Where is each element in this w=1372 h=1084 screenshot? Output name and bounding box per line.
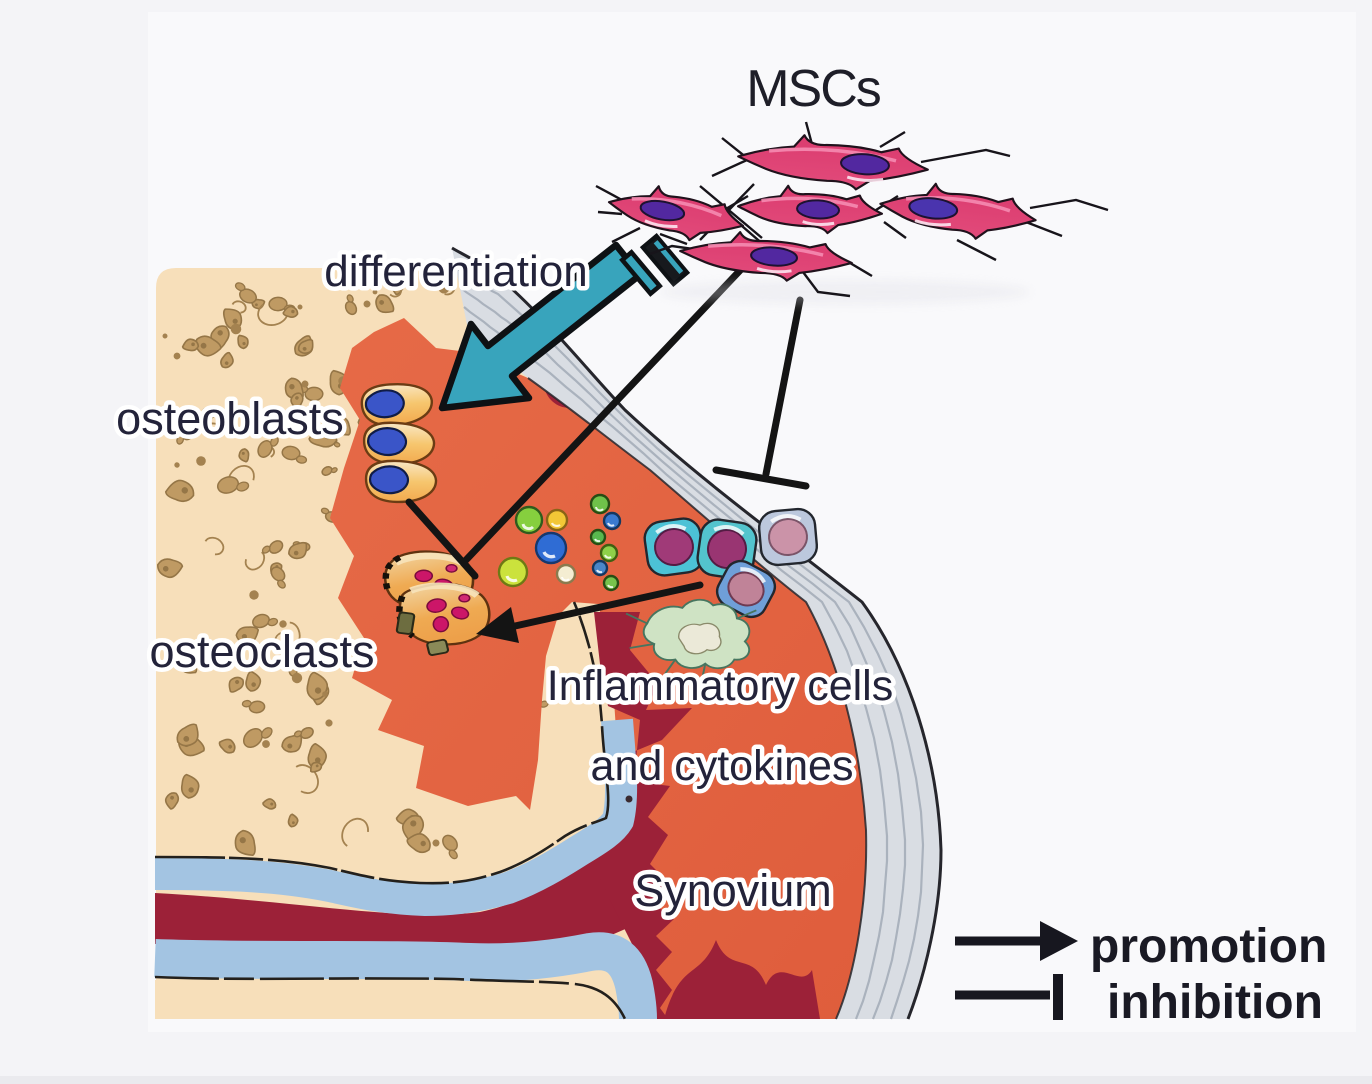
- svg-text:MSCs: MSCs: [746, 60, 881, 118]
- svg-text:Synovium: Synovium: [634, 865, 832, 916]
- svg-text:osteoblasts: osteoblasts: [116, 393, 344, 444]
- svg-text:inhibition: inhibition: [1107, 976, 1323, 1029]
- svg-text:differentiation: differentiation: [324, 247, 587, 296]
- svg-text:osteoclasts: osteoclasts: [149, 626, 374, 677]
- svg-text:promotion: promotion: [1090, 920, 1327, 973]
- svg-text:and cytokines: and cytokines: [591, 742, 854, 790]
- svg-text:Inflammatory cells: Inflammatory cells: [547, 662, 893, 710]
